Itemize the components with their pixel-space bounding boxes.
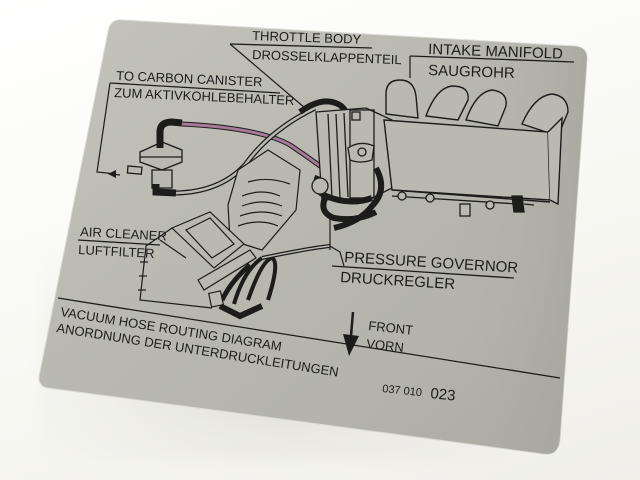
lower-hoses bbox=[207, 244, 331, 320]
part-number-suffix: 023 bbox=[430, 385, 457, 405]
carbon-canister-en: TO CARBON CANISTER bbox=[116, 68, 263, 89]
fuel-rail bbox=[391, 191, 535, 217]
intake-manifold-de: SAUGROHR bbox=[428, 62, 515, 82]
throttle-body-de: DROSSELKLAPPENTEIL bbox=[252, 47, 402, 67]
intake-manifold-diagram bbox=[383, 79, 569, 206]
front-de: VORN bbox=[366, 336, 405, 355]
air-cleaner-en: AIR CLEANER bbox=[80, 224, 167, 244]
footer-divider bbox=[57, 297, 561, 379]
air-cleaner-diagram bbox=[138, 149, 301, 309]
callout-throttle-body: THROTTLE BODY DROSSELKLAPPENTEIL bbox=[229, 28, 402, 109]
air-cleaner-de: LUFTFILTER bbox=[78, 242, 155, 261]
canister-valve bbox=[126, 141, 183, 189]
hose-cap-top bbox=[156, 118, 183, 148]
front-arrow-icon bbox=[343, 311, 359, 356]
callout-air-cleaner: AIR CLEANER LUFTFILTER bbox=[78, 224, 167, 261]
throttle-body-en: THROTTLE BODY bbox=[252, 28, 362, 47]
throttle-body-diagram bbox=[315, 107, 393, 201]
part-number: 037 010 023 bbox=[382, 383, 457, 405]
front-indicator: FRONT VORN bbox=[343, 311, 414, 356]
front-en: FRONT bbox=[368, 318, 414, 338]
callout-intake-manifold: INTAKE MANIFOLD SAUGROHR bbox=[409, 41, 575, 82]
part-number-prefix: 037 010 bbox=[382, 383, 423, 399]
hose-cap-bottom bbox=[152, 184, 177, 197]
